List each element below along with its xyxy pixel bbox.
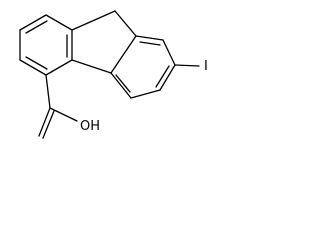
bond-c3-c4 (19, 59, 47, 76)
bond-c4-ccooh (45, 74, 51, 109)
bond-c1-c2 (19, 14, 47, 31)
bond-c-o-double (38, 107, 51, 137)
bond-c9a-c9 (71, 10, 116, 31)
double-bond-inner-c7-c6 (155, 65, 170, 88)
bond-c8a-c8 (135, 35, 164, 41)
five-membered-ring (71, 10, 137, 74)
bond-c6-c5 (130, 89, 161, 99)
bond-c5-c4b (110, 72, 132, 99)
bond-c9a-c1 (45, 14, 73, 31)
bond-c4-c4a (45, 59, 73, 76)
hydroxyl-label: OH (80, 119, 100, 134)
bond-c7-c6 (159, 64, 176, 91)
carboxylic-acid-group: OH (38, 74, 100, 139)
iodine-substituent: I (174, 59, 208, 74)
bond-c4a-c4b (71, 59, 112, 74)
fluorene-structure-diagram: I OH (19, 10, 208, 139)
left-benzene-ring (19, 14, 73, 76)
bond-c7-i (174, 64, 200, 67)
iodine-label: I (204, 59, 208, 74)
double-bond-inner-c5-c4b (115, 74, 131, 93)
double-bond-inner-c8a-c8 (139, 41, 161, 46)
bond-c-oh (49, 107, 78, 122)
double-bond-inner-c1-c2 (25, 20, 48, 34)
bond-c4b-c8a (110, 35, 137, 74)
bond-c8-c7 (162, 39, 176, 66)
bond-c9-c8a (114, 10, 137, 37)
double-bond-inner-c3-c4 (25, 56, 48, 70)
bond-c-o-double-inner (42, 110, 55, 139)
right-benzene-ring (110, 35, 176, 99)
